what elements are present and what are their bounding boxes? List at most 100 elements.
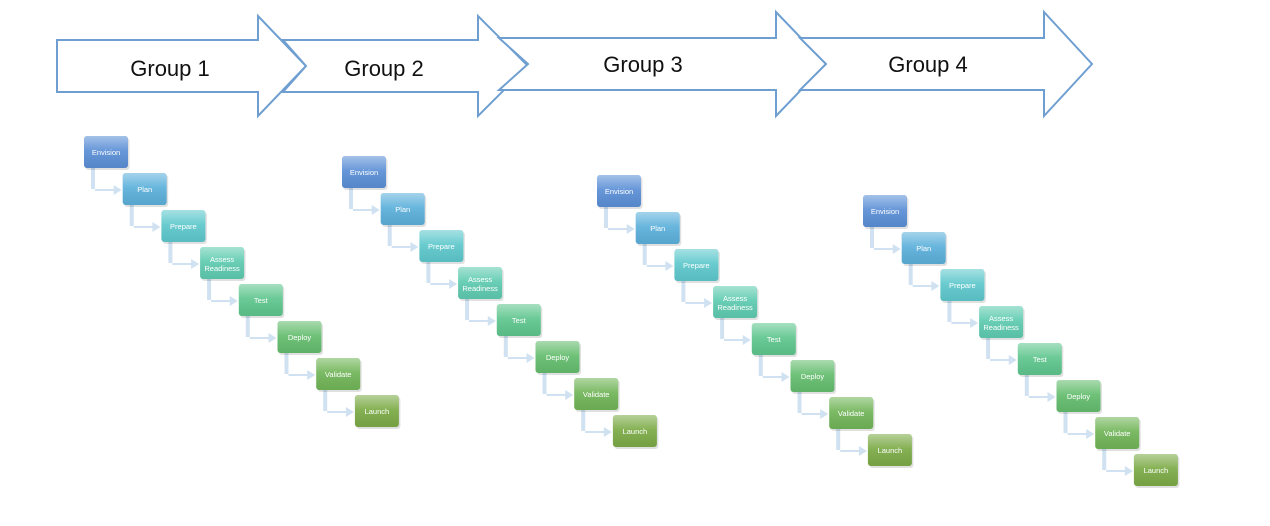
step-gloss xyxy=(342,156,386,188)
step-gloss xyxy=(940,269,985,301)
process-step: Prepare xyxy=(940,269,986,303)
group-arrows: Group 1 Group 2 Group 3 Group 4 xyxy=(56,9,1094,119)
step-label: Plan xyxy=(650,224,665,233)
step-connector-arrow xyxy=(1024,375,1056,402)
step-connector-arrow xyxy=(207,279,238,306)
step-connector-arrow xyxy=(581,410,612,437)
step-gloss xyxy=(979,306,1024,338)
step-label: Envision xyxy=(871,207,899,216)
step-connector-arrow xyxy=(836,429,867,456)
process-step: Test xyxy=(751,323,798,357)
step-label: Envision xyxy=(350,168,378,177)
step-connector-arrow xyxy=(870,227,901,254)
step-connector-arrow xyxy=(947,301,979,328)
step-connector-arrow xyxy=(758,355,790,382)
step-gloss xyxy=(354,395,399,427)
process-step: Envision xyxy=(342,156,388,190)
step-connector-arrow xyxy=(465,299,496,326)
process-step: Launch xyxy=(1133,454,1180,488)
step-gloss xyxy=(612,415,657,447)
process-step: Validate xyxy=(316,358,362,392)
step-label: Plan xyxy=(395,205,410,214)
step-label: Prepare xyxy=(170,222,197,231)
step-label: Validate xyxy=(838,409,865,418)
step-gloss xyxy=(200,247,245,279)
step-connector-arrow xyxy=(1102,449,1133,476)
group-label: Group 1 xyxy=(130,56,210,81)
group-label: Group 2 xyxy=(344,56,424,81)
step-connector-arrow xyxy=(797,392,829,419)
group-label: Group 3 xyxy=(603,52,683,77)
step-gloss xyxy=(238,284,283,316)
step-gloss xyxy=(458,267,503,299)
step-connector-arrow xyxy=(604,207,635,234)
step-gloss xyxy=(1056,380,1101,412)
process-step: Deploy xyxy=(277,321,323,355)
step-label: Envision xyxy=(605,187,633,196)
step-connector-arrow xyxy=(986,338,1017,365)
step-label: Launch xyxy=(1144,466,1169,475)
step-label: Deploy xyxy=(546,353,570,362)
step-gloss xyxy=(1017,343,1062,375)
step-gloss xyxy=(574,378,619,410)
step-gloss xyxy=(1095,417,1140,449)
step-gloss xyxy=(901,232,946,264)
process-step: Test xyxy=(238,284,285,318)
step-label: Test xyxy=(254,296,269,305)
step-connector-arrow xyxy=(720,318,751,345)
step-connector-arrow xyxy=(245,316,277,343)
step-connector-arrow xyxy=(129,205,161,232)
step-gloss xyxy=(380,193,425,225)
step-connector-arrow xyxy=(91,168,122,195)
process-step: Validate xyxy=(1095,417,1141,451)
step-gloss xyxy=(161,210,206,242)
group-label: Group 4 xyxy=(888,52,968,77)
step-label: Deploy xyxy=(801,372,825,381)
process-step: Envision xyxy=(597,175,643,209)
step-connector-arrow xyxy=(503,336,535,363)
step-gloss xyxy=(496,304,541,336)
step-label: Launch xyxy=(878,446,903,455)
step-label: Validate xyxy=(1104,429,1131,438)
step-gloss xyxy=(790,360,835,392)
step-gloss xyxy=(1133,454,1178,486)
step-connector-arrow xyxy=(908,264,940,291)
step-label: Prepare xyxy=(683,261,710,270)
step-connector-arrow xyxy=(168,242,200,269)
step-label: Envision xyxy=(92,148,120,157)
step-gloss xyxy=(674,249,719,281)
step-connector-arrow xyxy=(323,390,354,417)
step-gloss xyxy=(122,173,167,205)
process-step: Plan xyxy=(901,232,948,266)
group-arrow-4: Group 4 xyxy=(797,9,1094,119)
process-step: Plan xyxy=(635,212,682,246)
step-label: Launch xyxy=(365,407,390,416)
process-step: Deploy xyxy=(790,360,836,394)
group-arrow-3: Group 3 xyxy=(496,9,828,119)
step-gloss xyxy=(535,341,580,373)
process-step: Deploy xyxy=(535,341,581,375)
step-label: Validate xyxy=(583,390,610,399)
process-step: Launch xyxy=(612,415,659,449)
step-gloss xyxy=(84,136,128,168)
process-step: Prepare xyxy=(674,249,720,283)
process-step: Test xyxy=(496,304,543,338)
process-step: Envision xyxy=(84,136,130,170)
step-label: Launch xyxy=(623,427,648,436)
process-step: Validate xyxy=(829,397,875,431)
step-connector-arrow xyxy=(284,353,316,380)
